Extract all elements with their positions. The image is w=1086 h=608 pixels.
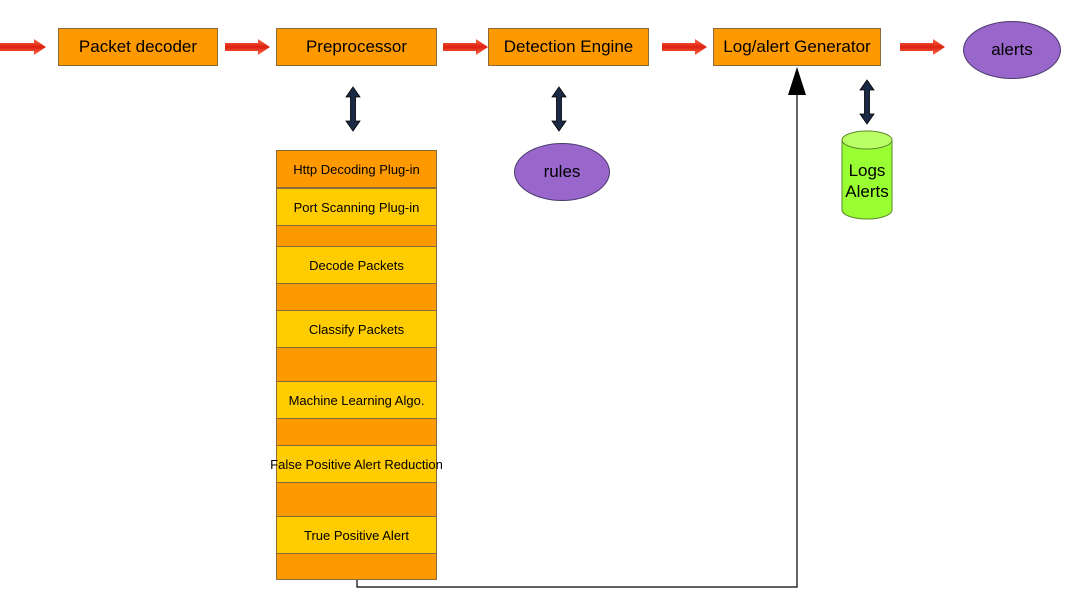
generator-logs-double-arrow [859, 79, 875, 125]
alerts-ellipse: alerts [963, 21, 1061, 79]
detection-engine-label: Detection Engine [503, 37, 634, 56]
stack-item-classify-packets: Classify Packets [276, 310, 437, 348]
preprocessor-label: Preprocessor [305, 37, 408, 56]
packet-decoder-label: Packet decoder [78, 37, 198, 56]
packet-decoder-box: Packet decoder [58, 28, 218, 66]
rules-ellipse: rules [514, 143, 610, 201]
flow-arrow-detection-to-generator [662, 39, 707, 55]
stack-item-machine-learning: Machine Learning Algo. [276, 381, 437, 419]
stack-item-true-positive-alert: True Positive Alert [276, 516, 437, 554]
log-alert-generator-box: Log/alert Generator [713, 28, 881, 66]
storage-label: Logs Alerts [840, 160, 894, 202]
rules-label: rules [543, 162, 581, 181]
stack-item-port-scanning: Port Scanning Plug-in [276, 188, 437, 226]
stack-item-decode-packets: Decode Packets [276, 246, 437, 284]
flow-arrow-decoder-to-preprocessor [225, 39, 270, 55]
alerts-label: alerts [991, 40, 1033, 59]
flow-arrow-in [0, 39, 46, 55]
storage-line-logs: Logs [848, 161, 886, 180]
detection-engine-box: Detection Engine [488, 28, 649, 66]
storage-line-alerts: Alerts [845, 182, 889, 201]
log-alert-generator-label: Log/alert Generator [723, 37, 871, 56]
preprocessor-box: Preprocessor [276, 28, 437, 66]
detection-rules-double-arrow [551, 86, 567, 132]
stack-item-http-decoding: Http Decoding Plug-in [276, 150, 437, 188]
preprocessor-double-arrow [345, 86, 361, 132]
stack-item-false-positive-reduction: False Positive Alert Reduction [270, 445, 443, 483]
flow-arrow-preprocessor-to-detection [443, 39, 488, 55]
flow-arrow-generator-to-alerts [900, 39, 945, 55]
logs-alerts-cylinder-icon [841, 130, 893, 220]
